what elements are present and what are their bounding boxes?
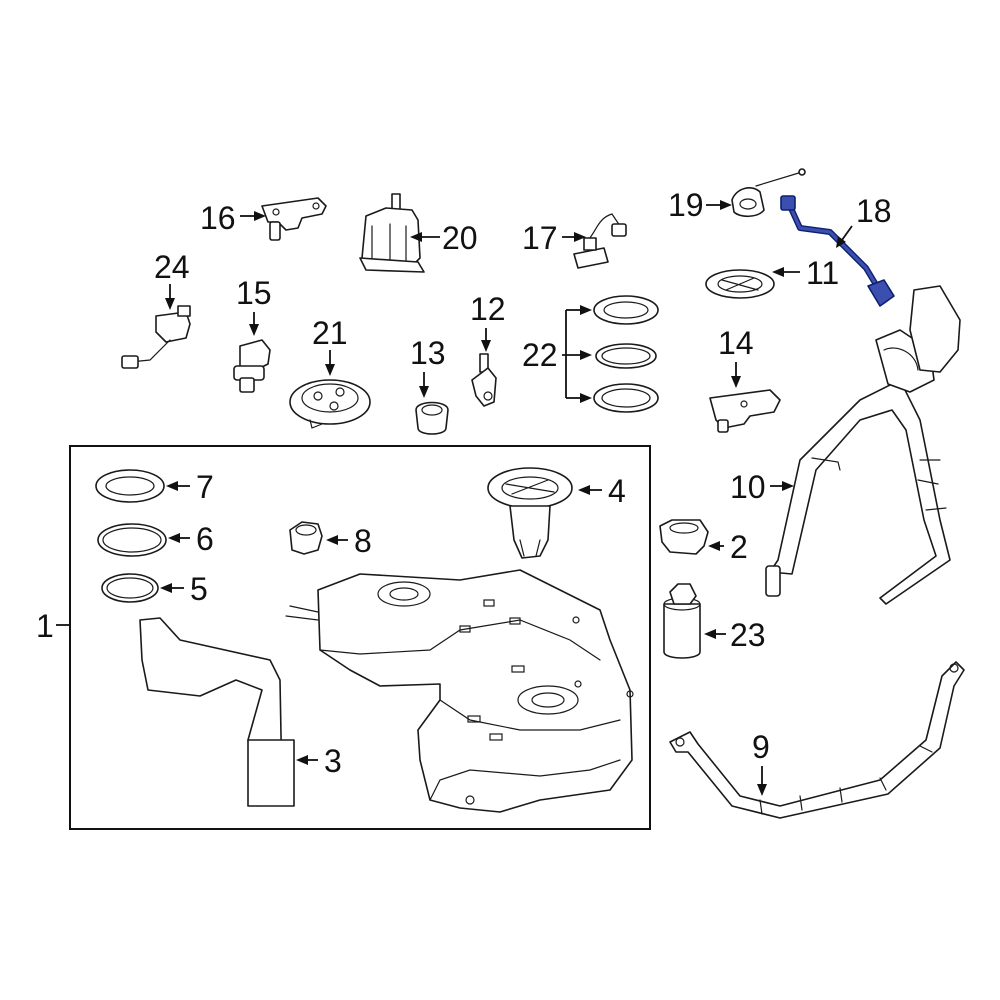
callout-22-label: 22	[522, 337, 558, 373]
callout-14-label: 14	[718, 325, 754, 361]
callout-21-label: 21	[312, 315, 348, 351]
part-6-gasket[interactable]	[97, 523, 167, 557]
callout-5-label: 5	[190, 571, 208, 607]
callout-7: 7	[166, 469, 214, 505]
part-21-lock-ring[interactable]	[289, 379, 371, 429]
part-10-filler-pipe[interactable]	[765, 285, 961, 605]
callout-8: 8	[326, 523, 372, 559]
callout-22: 22	[522, 305, 592, 403]
part-2-check-valve[interactable]	[659, 519, 709, 555]
callout-10: 10	[730, 469, 794, 505]
callout-3-label: 3	[324, 743, 342, 779]
callout-2: 2	[708, 529, 748, 565]
callout-2-label: 2	[730, 529, 748, 565]
callout-11: 11	[772, 255, 839, 291]
callout-24-label: 24	[154, 249, 190, 285]
part-11-gasket[interactable]	[705, 269, 775, 299]
part-4-pump-assembly[interactable]	[487, 467, 573, 559]
part-20-fuel-pump[interactable]	[359, 193, 425, 273]
part-16-sensor[interactable]	[261, 197, 327, 241]
part-24-sending-unit[interactable]	[121, 305, 191, 369]
part-8-nut[interactable]	[289, 521, 323, 555]
callout-4-label: 4	[608, 473, 626, 509]
callout-5: 5	[160, 571, 208, 607]
part-13-grommet[interactable]	[415, 401, 449, 435]
callout-21: 21	[312, 315, 348, 376]
callout-8-label: 8	[354, 523, 372, 559]
callout-23: 23	[704, 617, 766, 653]
part-14-sensor[interactable]	[709, 389, 781, 433]
part-1-fuel-tank[interactable]	[285, 569, 634, 813]
callout-19-label: 19	[668, 187, 704, 223]
callout-12: 12	[470, 291, 506, 352]
part-5-o-ring[interactable]	[101, 573, 159, 603]
callout-24: 24	[154, 249, 190, 310]
part-18-wire-highlighted[interactable]	[780, 195, 895, 307]
callout-9-label: 9	[752, 729, 770, 765]
callout-17-label: 17	[522, 220, 558, 256]
callout-15-label: 15	[236, 275, 272, 311]
part-9-tank-strap[interactable]	[669, 661, 965, 819]
part-12-vent-valve[interactable]	[471, 353, 497, 407]
callout-17: 17	[522, 220, 586, 256]
callout-3: 3	[296, 743, 342, 779]
callout-4: 4	[578, 473, 626, 509]
part-22-seal-set[interactable]	[593, 295, 659, 413]
callout-11-label: 11	[806, 255, 839, 291]
part-23-filter[interactable]	[663, 583, 701, 659]
part-19-fuel-cap[interactable]	[731, 168, 806, 218]
callout-1-label: 1	[36, 608, 54, 644]
callout-18: 18	[836, 193, 892, 248]
callout-20-label: 20	[442, 220, 478, 256]
callout-14: 14	[718, 325, 754, 388]
callout-6: 6	[168, 521, 214, 557]
callout-16-label: 16	[200, 200, 236, 236]
callout-13-label: 13	[410, 335, 446, 371]
callout-15: 15	[236, 275, 272, 336]
part-3-heat-shield[interactable]	[139, 617, 295, 807]
callout-13: 13	[410, 335, 446, 398]
callout-18-label: 18	[856, 193, 892, 229]
callout-19: 19	[668, 187, 732, 223]
callout-10-label: 10	[730, 469, 766, 505]
callout-23-label: 23	[730, 617, 766, 653]
tank-assembly-frame	[69, 445, 651, 830]
callout-16: 16	[200, 200, 266, 236]
callout-6-label: 6	[196, 521, 214, 557]
callout-9: 9	[752, 729, 770, 796]
callout-20: 20	[410, 220, 478, 256]
callout-1: 1	[36, 608, 70, 644]
callout-12-label: 12	[470, 291, 506, 327]
callout-7-label: 7	[196, 469, 214, 505]
part-7-lock-ring[interactable]	[95, 469, 165, 503]
part-15-pressure-sensor[interactable]	[233, 339, 271, 393]
part-17-harness[interactable]	[573, 213, 627, 269]
